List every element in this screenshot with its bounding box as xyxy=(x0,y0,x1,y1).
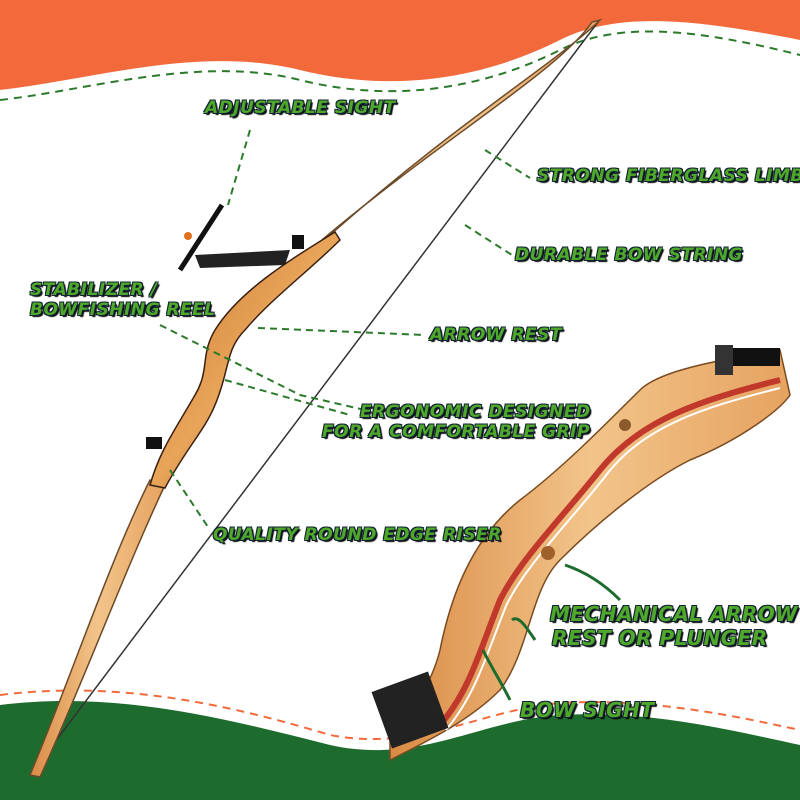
top-wave xyxy=(0,0,800,90)
label-stabilizer-1: STABILIZER / xyxy=(30,280,158,300)
label-mechanical-2: REST OR PLUNGER xyxy=(552,626,768,650)
label-mechanical-1: MECHANICAL ARROW xyxy=(550,602,798,626)
label-strong-limb: STRONG FIBERGLASS LIMB xyxy=(537,166,800,186)
label-ergonomic-1: ERGONOMIC DESIGNED xyxy=(360,402,591,422)
leader-lines xyxy=(159,129,531,531)
lower-limb xyxy=(28,479,167,778)
riser-closeup xyxy=(371,345,791,762)
label-bow-sight: BOW SIGHT xyxy=(520,698,655,722)
sight-icon xyxy=(177,203,290,272)
label-stabilizer-2: BOWFISHING REEL xyxy=(30,300,216,320)
label-adjustable-sight: ADJUSTABLE SIGHT xyxy=(205,98,396,118)
riser xyxy=(149,230,341,489)
bottom-dash xyxy=(0,689,800,740)
label-riser: QUALITY ROUND EDGE RISER xyxy=(213,525,502,545)
label-bow-string: DURABLE BOW STRING xyxy=(515,245,743,265)
label-ergonomic-2: FOR A COMFORTABLE GRIP xyxy=(322,422,590,442)
label-arrow-rest: ARROW REST xyxy=(430,325,563,345)
